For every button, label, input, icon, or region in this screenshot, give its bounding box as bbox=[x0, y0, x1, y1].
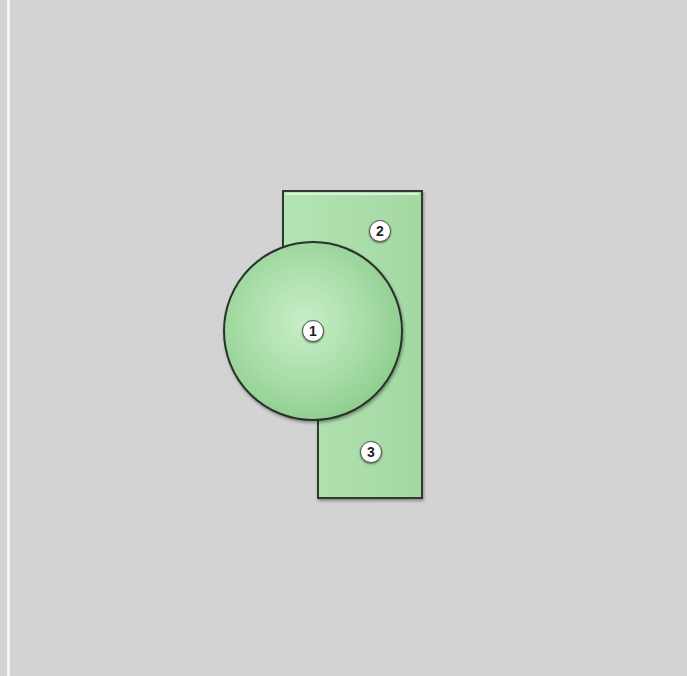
plate-highlight bbox=[286, 193, 419, 195]
ball bbox=[224, 242, 402, 420]
callout-number: 2 bbox=[369, 220, 391, 242]
edge-strip bbox=[7, 0, 10, 676]
callout-number: 3 bbox=[360, 441, 382, 463]
callout-number: 1 bbox=[302, 320, 324, 342]
